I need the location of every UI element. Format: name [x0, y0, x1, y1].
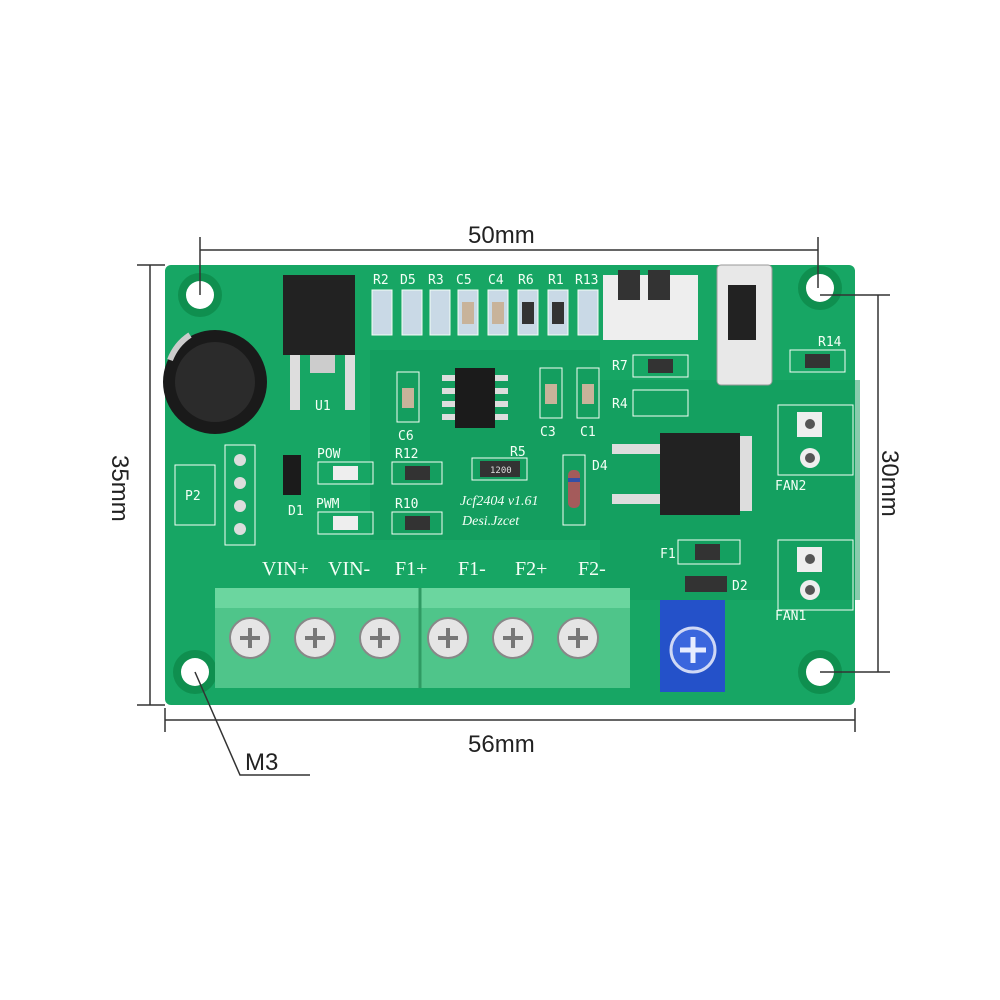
voltage-regulator-u1: U1: [283, 275, 355, 414]
top-row-components: R2 D5 R3 C5 C4 R6 R1 R13: [371, 273, 599, 336]
label-c6: C6: [398, 429, 414, 444]
header-p2: P2 D1: [174, 444, 304, 546]
label-pwm: PWM: [316, 497, 340, 512]
electrolytic-capacitor: [163, 330, 267, 434]
label-c1: C1: [580, 425, 596, 440]
label-r1: R1: [548, 273, 564, 288]
fan-connector: [603, 270, 698, 340]
dimension-lines: [137, 237, 890, 776]
label-r3: R3: [428, 273, 444, 288]
label-d2: D2: [732, 579, 748, 594]
diode-d4: D4: [562, 454, 608, 526]
board-designer: Desi.Jzcet: [461, 514, 520, 529]
label-r13: R13: [575, 273, 598, 288]
mosfet: [612, 433, 752, 515]
dimension-right-height: 30mm: [876, 450, 903, 517]
label-r10: R10: [395, 497, 418, 512]
label-r14: R14: [818, 335, 842, 350]
label-r7: R7: [612, 359, 628, 374]
mounting-hole-label: M3: [245, 749, 278, 776]
label-c4: C4: [488, 273, 504, 288]
board-model: Jcf2404 v1.61: [460, 494, 539, 509]
terminal-vin-plus: VIN+: [262, 558, 309, 580]
terminal-f1-minus: F1-: [458, 558, 486, 580]
terminal-vin-minus: VIN-: [328, 558, 370, 580]
label-r4: R4: [612, 397, 628, 412]
label-fan1: FAN1: [775, 609, 806, 624]
label-c5: C5: [456, 273, 472, 288]
capacitors: C6 C3 C1: [396, 367, 600, 444]
label-pow: POW: [317, 447, 341, 462]
right-small-components: R7 R4 R14: [612, 335, 846, 417]
led-resistor-area: POW R12 PWM R10 R5 1200 Jcf2404 v1.61 De…: [316, 445, 539, 535]
resistor-code: 1200: [490, 466, 512, 476]
dimension-bottom-width: 56mm: [468, 731, 535, 758]
terminal-f2-minus: F2-: [578, 558, 606, 580]
terminal-block: [215, 588, 630, 688]
label-r6: R6: [518, 273, 534, 288]
label-p2: P2: [185, 489, 201, 504]
ic-chip: [442, 368, 508, 428]
dimension-left-height: 35mm: [106, 455, 133, 522]
label-d1: D1: [288, 504, 304, 519]
label-fan2: FAN2: [775, 479, 806, 494]
label-r5: R5: [510, 445, 526, 460]
fan1-header: FAN1: [775, 539, 854, 624]
label-d4: D4: [592, 459, 608, 474]
dimension-top-width: 50mm: [468, 222, 535, 249]
terminal-f1-plus: F1+: [395, 558, 427, 580]
label-r2: R2: [373, 273, 389, 288]
label-d5: D5: [400, 273, 416, 288]
label-f1: F1: [660, 547, 676, 562]
label-u1: U1: [315, 399, 331, 414]
slide-switch[interactable]: [716, 264, 773, 386]
label-r12: R12: [395, 447, 418, 462]
terminal-f2-plus: F2+: [515, 558, 547, 580]
fan2-header: FAN2: [775, 404, 854, 494]
terminal-labels: VIN+ VIN- F1+ F1- F2+ F2-: [262, 558, 606, 580]
potentiometer[interactable]: [660, 600, 725, 692]
label-c3: C3: [540, 425, 556, 440]
fuse-diode: F1 D2: [660, 539, 748, 594]
